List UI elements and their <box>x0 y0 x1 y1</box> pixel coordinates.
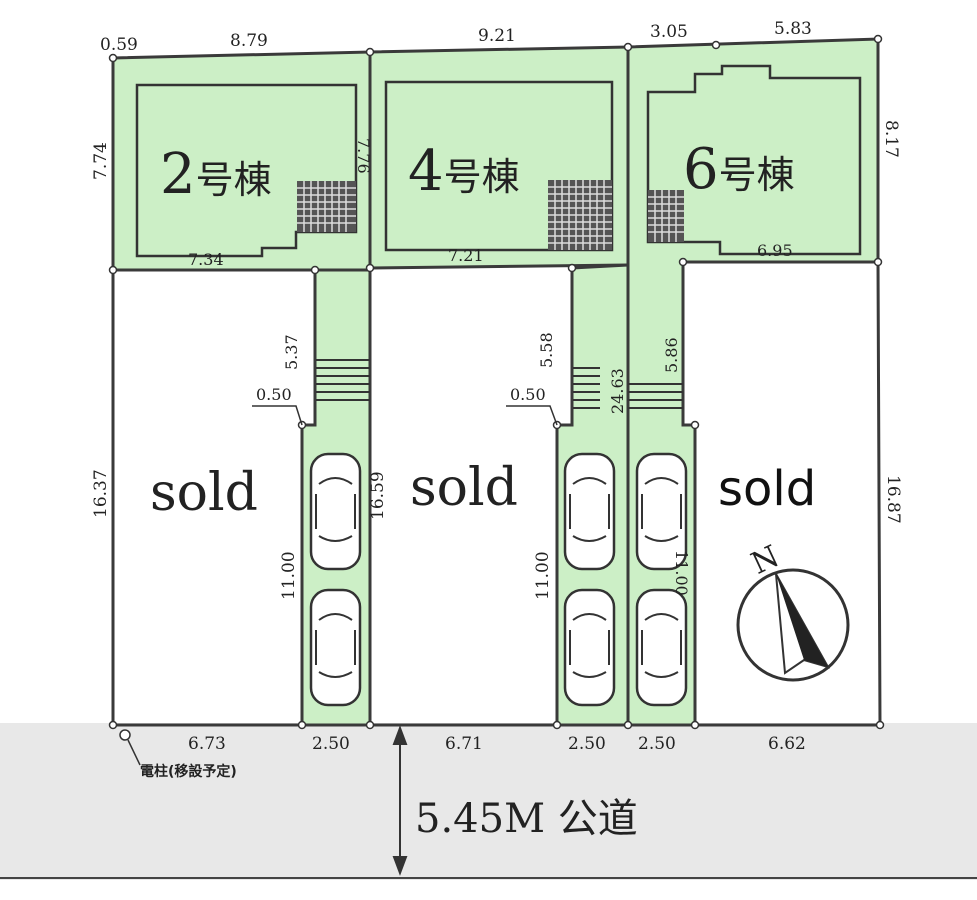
lot-6-area <box>626 37 880 727</box>
dim-top-4: 3.05 <box>650 22 688 42</box>
dim-lot2-left: 7.74 <box>91 142 111 180</box>
utility-pole-label: 電柱(移設予定) <box>140 763 237 780</box>
road-area <box>0 723 977 880</box>
steps-4 <box>573 367 600 409</box>
vertex-dots <box>108 34 885 730</box>
dim-front-1: 6.73 <box>188 734 226 754</box>
dim-parking-6: 11.00 <box>672 550 691 596</box>
dim-sold-a-depth: 16.37 <box>91 469 111 518</box>
dim-shared: 24.63 <box>608 368 627 414</box>
dim-path-6: 5.86 <box>662 337 681 373</box>
car-icon <box>309 452 362 571</box>
sold-label-b: sold <box>410 458 518 518</box>
dim-bldg6-width: 6.95 <box>757 241 793 260</box>
building-4-name: 4号棟 <box>408 139 520 204</box>
car-icon <box>635 588 688 707</box>
dim-parking-4: 11.00 <box>533 551 553 600</box>
dim-top-5: 5.83 <box>774 19 812 39</box>
step-leader-2 <box>252 405 303 426</box>
dim-top-2: 8.79 <box>230 31 268 51</box>
dim-top-3: 9.21 <box>478 26 516 46</box>
dim-top-1: 0.59 <box>100 35 138 55</box>
car-icon <box>563 588 616 707</box>
dim-path-2: 5.37 <box>282 334 301 370</box>
porch-2 <box>297 181 356 232</box>
car-icon <box>563 452 616 571</box>
building-2-name: 2号棟 <box>160 142 272 207</box>
sold-label-a: sold <box>150 463 258 523</box>
dim-bldg2-width: 7.34 <box>188 250 224 269</box>
sold-label-c: sold <box>718 461 816 517</box>
north-compass-icon <box>736 568 850 682</box>
road-label: 5.45M 公道 <box>415 796 638 842</box>
dim-front-5: 2.50 <box>638 734 676 754</box>
porch-4 <box>548 180 612 250</box>
car-icon <box>309 588 362 707</box>
dim-sold-c-depth: 16.87 <box>883 475 903 524</box>
porch-6 <box>648 190 684 242</box>
car-icon <box>635 452 688 571</box>
road-width-arrow <box>392 725 408 876</box>
dim-sold-b-depth: 16.59 <box>368 471 388 520</box>
dim-lot6-right: 8.17 <box>881 120 901 158</box>
steps-6 <box>628 383 683 409</box>
dim-bldg4-width: 7.21 <box>448 246 484 265</box>
dim-front-6: 6.62 <box>768 734 806 754</box>
building-6-outline <box>646 64 862 256</box>
utility-pole-icon <box>119 729 141 766</box>
dim-bldg2-depth: 7.76 <box>354 138 373 174</box>
dim-parking-2: 11.00 <box>279 551 299 600</box>
dim-path-4: 5.58 <box>537 332 556 368</box>
dim-step-4: 0.50 <box>510 385 546 404</box>
building-2-outline <box>135 83 358 258</box>
step-leader-4 <box>506 405 558 426</box>
dim-front-4: 2.50 <box>568 734 606 754</box>
steps-2 <box>316 359 370 401</box>
dim-step-2: 0.50 <box>256 385 292 404</box>
dim-front-3: 6.71 <box>445 734 483 754</box>
building-6-name: 6号棟 <box>683 137 795 202</box>
dim-front-2: 2.50 <box>312 734 350 754</box>
